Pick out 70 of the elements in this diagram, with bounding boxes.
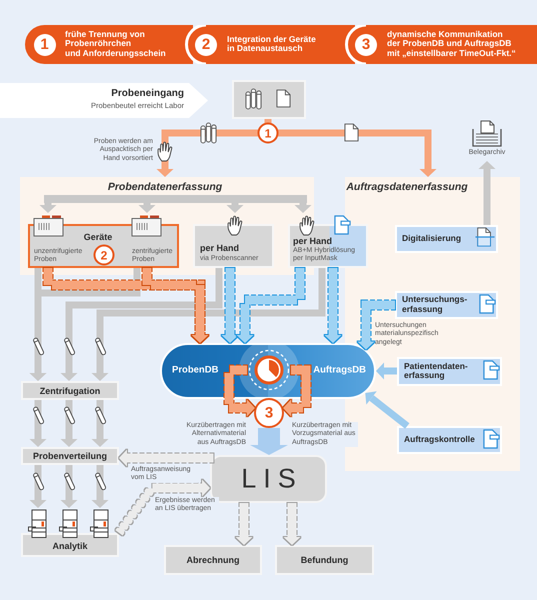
arrow xyxy=(236,268,304,343)
arrow xyxy=(283,366,310,416)
process-label: Auftragskontrolle xyxy=(404,435,475,445)
arrow xyxy=(92,400,108,447)
process-box xyxy=(288,213,368,268)
process-label: Patientendaten- erfassung xyxy=(404,362,469,382)
process-box xyxy=(395,291,498,319)
arrow xyxy=(30,465,46,508)
process-box xyxy=(21,508,119,557)
database-label: ProbenDB xyxy=(172,366,218,376)
step-banner xyxy=(25,25,193,64)
process-label: Geräte xyxy=(84,232,112,242)
arrow xyxy=(138,203,156,213)
process-box xyxy=(232,80,306,119)
step-text: Integration der Geräte in Datenaustausch xyxy=(227,34,317,54)
process-label: per Hand xyxy=(200,243,240,254)
process-box xyxy=(21,381,119,400)
arrow xyxy=(60,465,78,508)
process-label: Abrechnung xyxy=(186,554,240,566)
arrow xyxy=(224,366,255,416)
arrow xyxy=(92,268,326,381)
database-label: AuftragsDB xyxy=(313,366,366,376)
process-label: Untersuchungs- erfassung xyxy=(402,295,468,315)
process-box xyxy=(164,545,262,575)
process-box xyxy=(275,545,374,575)
arrow xyxy=(119,450,214,466)
arrow xyxy=(236,503,252,545)
process-label: Befundung xyxy=(300,554,348,566)
step-number: 3 xyxy=(264,406,274,420)
arrow xyxy=(60,268,222,381)
step-number: 2 xyxy=(94,244,114,266)
process-box xyxy=(397,357,502,386)
process-box xyxy=(395,225,498,253)
section-title: Probendatenerfassung xyxy=(108,181,222,194)
arrow xyxy=(365,391,410,429)
arrow xyxy=(358,300,395,350)
arrow xyxy=(222,268,238,343)
step-text: frühe Trennung von Probenröhrchen und Anforderungsschein xyxy=(65,30,167,60)
arrow xyxy=(60,400,78,447)
step-text: dynamische Kommunikation der ProbenDB und AuftragsDB mit „einstellbarer TimeOut-Fkt.“ xyxy=(387,30,517,60)
process-box xyxy=(21,447,119,465)
process-label: per Hand xyxy=(293,236,332,246)
arrow xyxy=(376,362,397,380)
arrow xyxy=(284,503,300,545)
system-label: LIS xyxy=(240,466,303,492)
process-label: Probeneingang xyxy=(111,88,184,100)
arrow xyxy=(294,203,312,213)
arrow xyxy=(30,268,140,381)
process-label: Probenverteilung xyxy=(33,450,107,462)
step-banner xyxy=(345,25,537,64)
arrow xyxy=(30,400,46,447)
section-title: Auftragsdatenerfassung xyxy=(346,181,468,194)
step-banner xyxy=(185,25,355,64)
process-box xyxy=(28,213,179,268)
process-label: Analytik xyxy=(52,540,88,552)
arrow xyxy=(142,268,208,343)
arrow xyxy=(226,203,244,213)
arrow xyxy=(250,428,288,455)
step-number: 1 xyxy=(258,122,278,144)
arrow xyxy=(478,161,496,225)
process-box xyxy=(193,213,274,268)
database-pill xyxy=(160,343,376,399)
process-label: Digitalisierung xyxy=(402,234,462,244)
arrow xyxy=(324,268,342,343)
process-label: Zentrifugation xyxy=(40,385,100,396)
arrow xyxy=(115,480,210,536)
arrow xyxy=(92,465,108,508)
process-box xyxy=(397,426,502,454)
distribution-bar xyxy=(44,195,307,203)
arrow xyxy=(40,203,56,213)
